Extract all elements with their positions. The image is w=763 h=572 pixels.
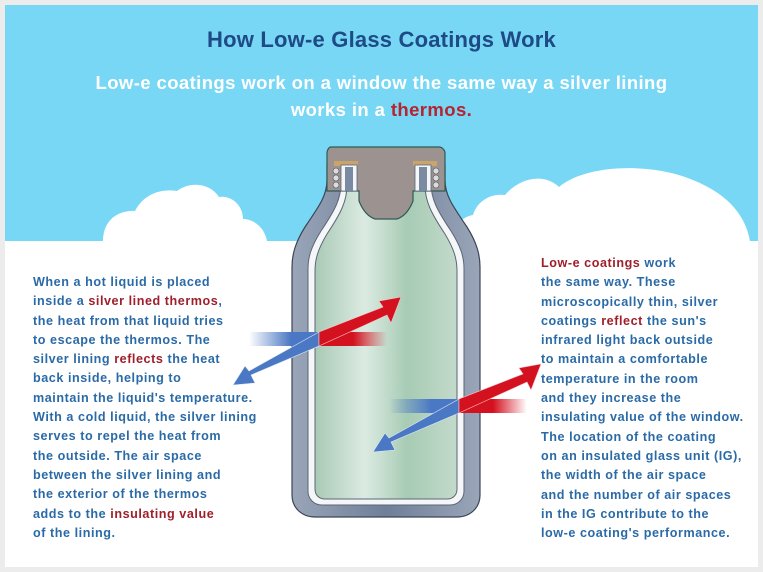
text-segment: coatings <box>541 313 602 328</box>
emphasis-silver-lined-thermos: silver lined thermos <box>88 294 219 309</box>
right-line: the same way. These <box>541 275 676 290</box>
right-line: temperature in the room <box>541 371 699 386</box>
left-line: to escape the thermos. The <box>33 332 211 347</box>
text-segment: the sun's <box>642 313 707 328</box>
right-line: The location of the coating <box>541 429 717 444</box>
emphasis-reflect: reflect <box>601 313 643 328</box>
right-line: to maintain a comfortable <box>541 352 708 367</box>
text-segment: inside a <box>33 294 89 309</box>
right-line: the width of the air space <box>541 468 707 483</box>
left-line: maintain the liquid's temperature. <box>33 390 253 405</box>
text-segment: work <box>640 256 677 270</box>
left-line: When a hot liquid is placed <box>33 275 211 289</box>
subtitle-line-2-prefix: works in a <box>290 99 391 120</box>
text-segment: adds to the <box>33 506 111 521</box>
right-line: Low-e coatings work <box>541 254 744 273</box>
cloud-left <box>103 184 267 241</box>
emphasis-low-e-coatings: Low-e coatings <box>541 256 641 270</box>
page-title: How Low-e Glass Coatings Work <box>207 27 556 52</box>
left-line: back inside, helping to <box>33 371 182 386</box>
left-line: the outside. The air space <box>33 448 202 463</box>
left-description: When a hot liquid is placed inside a sil… <box>33 273 257 543</box>
left-line: serves to repel the heat from <box>33 429 222 444</box>
text-segment: silver lining <box>33 352 115 367</box>
left-line: silver lining reflects the heat <box>33 350 257 369</box>
right-line: coatings reflect the sun's <box>541 312 744 331</box>
subtitle-line-1: Low-e coatings work on a window the same… <box>95 72 668 93</box>
text-segment: the heat <box>163 352 221 367</box>
cloud-right <box>454 168 750 241</box>
right-line: in the IG contribute to the <box>541 506 710 521</box>
right-line: low-e coating's performance. <box>541 526 731 541</box>
emphasis-insulating-value: insulating value <box>110 506 215 521</box>
left-line: of the lining. <box>33 525 116 540</box>
left-line: adds to the insulating value <box>33 505 257 524</box>
right-line: and the number of air spaces <box>541 487 732 502</box>
text-segment: , <box>218 294 223 309</box>
right-line: on an insulated glass unit (IG), <box>541 448 742 463</box>
right-description: Low-e coatings work the same way. These … <box>541 254 744 543</box>
left-line: the heat from that liquid tries <box>33 313 224 328</box>
right-line: and they increase the <box>541 391 682 406</box>
left-line: the exterior of the thermos <box>33 487 208 502</box>
subtitle: Low-e coatings work on a window the same… <box>45 69 718 123</box>
right-line: insulating value of the window. <box>541 410 744 425</box>
infographic: How Low-e Glass Coatings Work Low-e coat… <box>5 5 758 567</box>
subtitle-highlight-thermos: thermos. <box>390 99 473 120</box>
left-line: With a cold liquid, the silver lining <box>33 410 257 425</box>
left-line: inside a silver lined thermos, <box>33 292 257 311</box>
right-line: infrared light back outside <box>541 333 714 348</box>
right-line: microscopically thin, silver <box>541 294 719 309</box>
emphasis-reflects: reflects <box>114 352 164 367</box>
left-line: between the silver lining and <box>33 467 222 482</box>
